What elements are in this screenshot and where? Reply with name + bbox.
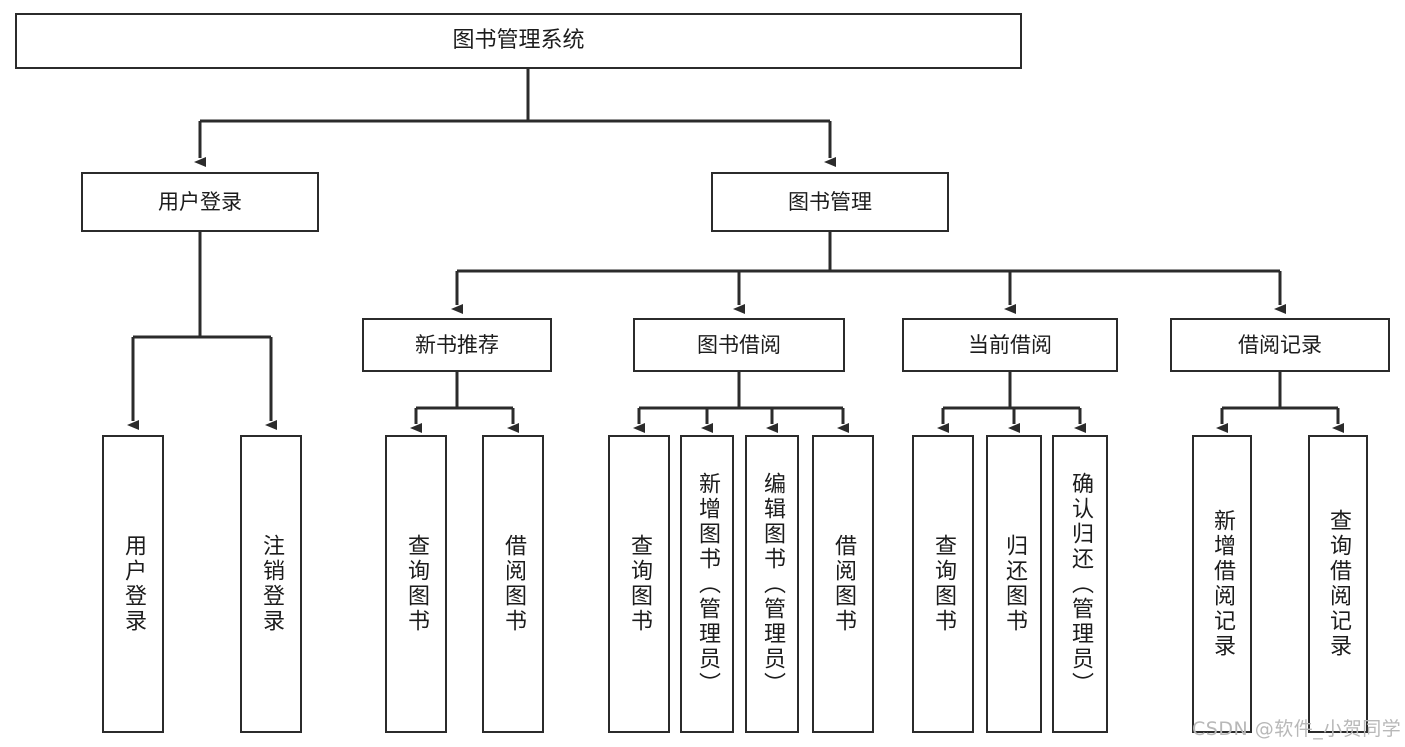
leaf-borrow-book-2-label: 借阅图书 — [831, 534, 856, 634]
leaf-confirm-return-label: 确认归还（管理员） — [1068, 471, 1093, 697]
node-book-management[interactable]: 图书管理 — [711, 172, 949, 232]
leaf-add-book[interactable]: 新增图书（管理员） — [680, 435, 734, 733]
leaf-confirm-return[interactable]: 确认归还（管理员） — [1052, 435, 1108, 733]
node-new-book-recommend-label: 新书推荐 — [415, 332, 499, 357]
node-borrow-record-label: 借阅记录 — [1238, 332, 1322, 357]
leaf-query-record-label: 查询借阅记录 — [1326, 509, 1351, 659]
leaf-query-book-2-label: 查询图书 — [627, 534, 652, 634]
leaf-add-record-label: 新增借阅记录 — [1210, 509, 1235, 659]
node-current-borrow[interactable]: 当前借阅 — [902, 318, 1118, 372]
leaf-add-record[interactable]: 新增借阅记录 — [1192, 435, 1252, 733]
leaf-user-login[interactable]: 用户登录 — [102, 435, 164, 733]
leaf-query-record[interactable]: 查询借阅记录 — [1308, 435, 1368, 733]
csdn-watermark: CSDN @软件_小贺同学 — [1192, 718, 1402, 740]
leaf-user-login-label: 用户登录 — [121, 534, 146, 634]
leaf-query-book-3[interactable]: 查询图书 — [912, 435, 974, 733]
leaf-borrow-book-1-label: 借阅图书 — [501, 534, 526, 634]
leaf-query-book-2[interactable]: 查询图书 — [608, 435, 670, 733]
leaf-logout-label: 注销登录 — [259, 534, 284, 634]
node-borrow-record[interactable]: 借阅记录 — [1170, 318, 1390, 372]
leaf-query-book-1[interactable]: 查询图书 — [385, 435, 447, 733]
leaf-edit-book-label: 编辑图书（管理员） — [760, 471, 785, 697]
node-new-book-recommend[interactable]: 新书推荐 — [362, 318, 552, 372]
leaf-return-book[interactable]: 归还图书 — [986, 435, 1042, 733]
node-root[interactable]: 图书管理系统 — [15, 13, 1022, 69]
leaf-add-book-label: 新增图书（管理员） — [695, 471, 720, 697]
leaf-borrow-book-1[interactable]: 借阅图书 — [482, 435, 544, 733]
leaf-logout[interactable]: 注销登录 — [240, 435, 302, 733]
node-book-management-label: 图书管理 — [788, 189, 872, 214]
node-book-borrow[interactable]: 图书借阅 — [633, 318, 845, 372]
node-book-borrow-label: 图书借阅 — [697, 332, 781, 357]
leaf-query-book-3-label: 查询图书 — [931, 534, 956, 634]
leaf-borrow-book-2[interactable]: 借阅图书 — [812, 435, 874, 733]
node-user-login[interactable]: 用户登录 — [81, 172, 319, 232]
node-current-borrow-label: 当前借阅 — [968, 332, 1052, 357]
leaf-return-book-label: 归还图书 — [1002, 534, 1027, 634]
leaf-query-book-1-label: 查询图书 — [404, 534, 429, 634]
node-user-login-label: 用户登录 — [158, 189, 242, 214]
node-root-label: 图书管理系统 — [452, 28, 585, 54]
leaf-edit-book[interactable]: 编辑图书（管理员） — [745, 435, 799, 733]
